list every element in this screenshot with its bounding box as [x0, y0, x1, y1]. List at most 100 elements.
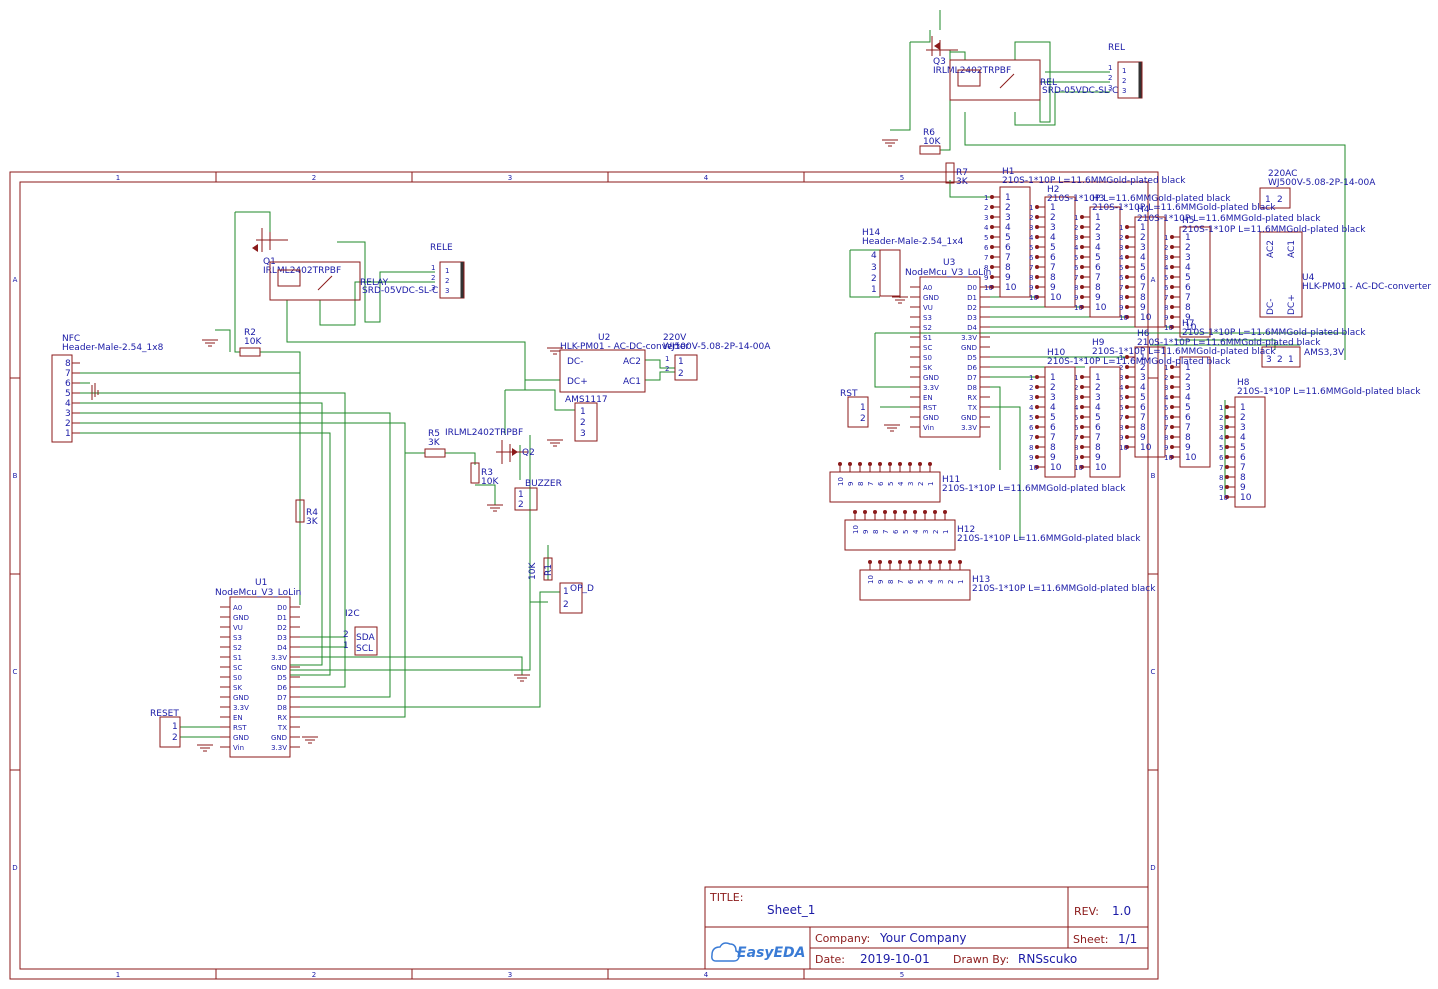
header-pin-label: 10	[867, 575, 875, 584]
svg-text:1: 1	[665, 355, 669, 363]
r2-resistor: R2 10K	[239, 328, 262, 357]
q3-ref: Q3	[933, 57, 946, 67]
svg-text:2: 2	[1277, 355, 1283, 365]
inner-frame	[19, 181, 1149, 970]
header-pin-num: 2	[1119, 364, 1123, 372]
header-pin-label: 9	[862, 530, 870, 534]
i2c-connector: I2C SDA SCL 21	[343, 609, 378, 656]
header-pin-num: 6	[1029, 424, 1034, 432]
header-pin-num: 3	[1074, 234, 1078, 242]
svg-text:3: 3	[580, 429, 586, 439]
nodemcu-pin-right: D6	[967, 364, 977, 372]
svg-text:2: 2	[445, 277, 449, 285]
header-pin-num: 8	[1164, 304, 1168, 312]
header-pin-label: 5	[917, 580, 925, 584]
svg-text:1: 1	[563, 587, 569, 597]
nodemcu-pin-right: D7	[277, 694, 287, 702]
u1-value: NodeMcu_V3_LoLin	[215, 588, 301, 598]
q2-ref: Q2	[522, 448, 535, 458]
header-pin-num: 6	[1119, 404, 1124, 412]
header-pin-num: 10	[1074, 304, 1083, 312]
nodemcu-pin-left: S2	[233, 644, 242, 652]
header-pin-num: 7	[1074, 274, 1078, 282]
header-ref: H3	[1092, 194, 1105, 204]
relay2-value: SRD-05VDC-SL-C	[1042, 86, 1118, 96]
header-pin-label: 3	[1095, 393, 1101, 403]
header-value: 210S-1*10P L=11.6MMGold-plated black	[1002, 176, 1186, 186]
row-label-right: C	[1151, 668, 1156, 676]
220v-connector: 220V WJ500V-5.08-2P-14-00A 12 12	[663, 333, 771, 381]
conn220-value: WJ500V-5.08-2P-14-00A	[663, 342, 771, 352]
svg-text:1: 1	[172, 722, 178, 732]
buzzer-ref: BUZZER	[525, 479, 562, 489]
nfc-pin: 4	[65, 399, 71, 409]
svg-text:1: 1	[871, 285, 877, 295]
header-pin-num: 2	[1029, 384, 1033, 392]
ams1117: AMS1117 123	[565, 395, 608, 442]
header-value: 210S-1*10P L=11.6MMGold-plated black	[1237, 387, 1421, 397]
header-pin-label: 10	[1240, 493, 1252, 503]
header-pin-num: 10	[1029, 464, 1038, 472]
r1-resistor: 10K R1	[528, 557, 554, 581]
header-ref: H9	[1092, 338, 1105, 348]
header-pin-label: 6	[907, 579, 915, 584]
header-pin-num: 1	[1074, 374, 1078, 382]
r6-ref: R6	[923, 128, 935, 138]
header-pin-label: 7	[1185, 293, 1191, 303]
header-pin-num: 4	[1119, 384, 1124, 392]
u3-nodemcu: U3 NodeMcu_V3_LoLin A0GNDVUS3S2S1SCS0SKG…	[905, 258, 991, 438]
nodemcu-pin-right: D8	[967, 384, 977, 392]
header-ref: H4	[1137, 205, 1150, 215]
reset-connector: RESET 12	[150, 709, 181, 748]
r4-ref: R4	[306, 508, 318, 518]
header-pin-label: 10	[852, 525, 860, 534]
header-pin-label: 1	[1140, 353, 1146, 363]
header-pin-label: 5	[1240, 443, 1246, 453]
header-pin-label: 6	[1240, 453, 1246, 463]
q2-value: IRLML2402TRPBF	[445, 428, 523, 438]
q1-ref: Q1	[263, 257, 276, 267]
svg-text:1: 1	[1108, 64, 1112, 72]
nodemcu-pin-right: GND	[271, 664, 287, 672]
header-pin-num: 9	[1074, 454, 1078, 462]
relay1-ref: RELAY	[360, 278, 389, 288]
header-pin-label: 4	[1050, 233, 1056, 243]
header-pin-label: 4	[1140, 253, 1146, 263]
ground-icon	[302, 736, 318, 744]
header-pin-num: 6	[1164, 284, 1169, 292]
header-pin-label: 10	[1140, 313, 1152, 323]
u4-converter: U4 HLK-PM01 - AC-DC-converter AC2 AC1 DC…	[1259, 231, 1431, 318]
header-pin-num: 1	[1164, 364, 1168, 372]
header-pin-num: 8	[1119, 294, 1123, 302]
svg-text:2: 2	[665, 365, 669, 373]
nfc-pin: 2	[65, 419, 71, 429]
svg-text:3: 3	[445, 287, 449, 295]
r1-value: 10K	[528, 562, 538, 580]
header-pin-num: 2	[1074, 224, 1078, 232]
header-pin-label: 6	[877, 481, 885, 486]
nodemcu-pin-left: GND	[233, 734, 249, 742]
header-pin-label: 8	[857, 482, 865, 486]
header-pin-label: 6	[892, 529, 900, 534]
header-pin-label: 9	[847, 482, 855, 486]
header-pin-num: 5	[1164, 274, 1168, 282]
ground-symbols	[197, 139, 908, 752]
col-label-top: 1	[116, 174, 120, 182]
header-pin-num: 5	[1074, 254, 1078, 262]
nodemcu-pin-right: 3.3V	[271, 654, 287, 662]
rele-ref: RELE	[430, 243, 453, 253]
header-pin-label: 9	[1050, 453, 1056, 463]
header-pin-num: 5	[1029, 414, 1033, 422]
header-value: 210S-1*10P L=11.6MMGold-plated black	[942, 484, 1126, 494]
i2c-scl: SCL	[356, 644, 373, 654]
u4-pin-dcp: DC+	[1287, 294, 1297, 315]
header-pin-label: 4	[1095, 243, 1101, 253]
header-pin-num: 7	[1219, 464, 1223, 472]
header-pin-label: 3	[937, 580, 945, 584]
u2-value: HLK-PM01 - AC-DC-converter	[560, 342, 689, 352]
header-pin-label: 10	[1050, 293, 1062, 303]
nfc-ref: NFC	[62, 334, 80, 344]
u1-nodemcu: U1 NodeMcu_V3_LoLin A0GNDVUS3S2S1SCS0SKG…	[215, 578, 301, 758]
header-value: 210S-1*10P L=11.6MMGold-plated black	[1182, 225, 1366, 235]
